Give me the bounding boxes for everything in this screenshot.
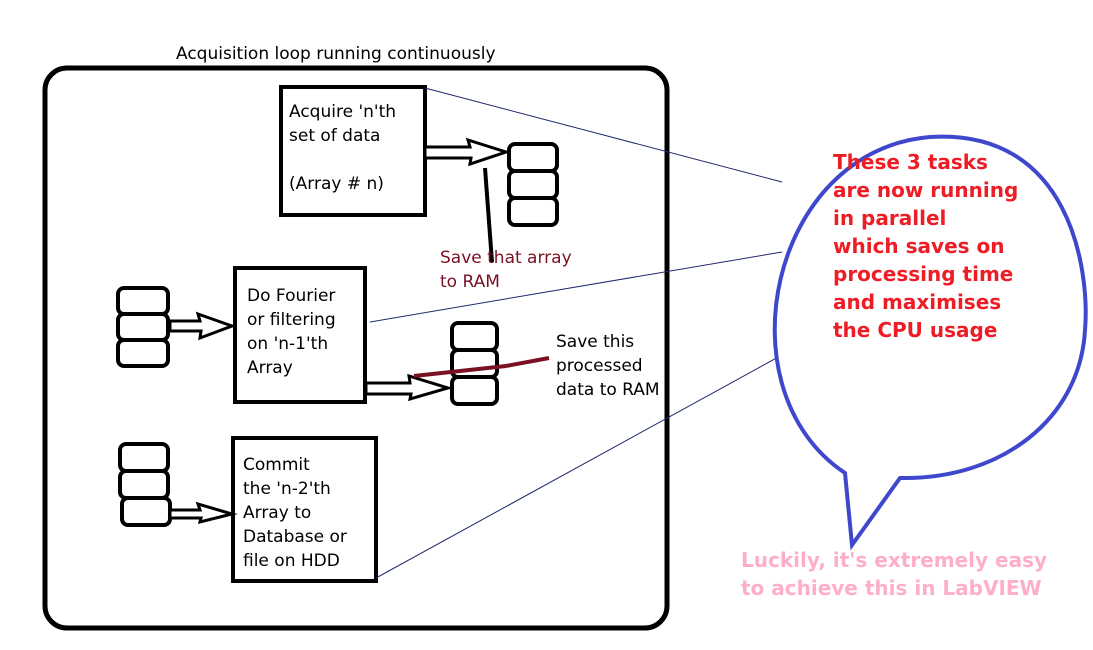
connector-process [369,251,783,323]
arrow-acquire-to-ram [423,137,511,167]
process-task-label: Do Fourier or filtering on 'n-1'th Array [247,286,336,378]
save-raw-annotation: Save that array to RAM [440,248,572,292]
process-task-box [233,266,367,404]
pointer-save-processed-b [505,356,550,368]
callout-text: These 3 tasks are now running in paralle… [833,150,1019,342]
ram-stack-icon-input-process [116,286,170,368]
commit-task-box [231,436,378,583]
acquisition-loop-frame [42,65,670,631]
save-processed-annotation: Save this processed data to RAM [556,332,660,400]
callout-connectors [369,87,783,579]
connector-acquire [424,87,783,183]
callout-bubble [772,134,1088,551]
ram-stack-icon-commit [118,442,172,527]
pointer-save-raw [483,167,494,263]
ram-stack-icon-acquire [507,142,559,227]
connector-commit [375,354,783,579]
arrow-ram-to-process [168,311,237,341]
commit-task-label: Commit the 'n-2'th Array to Database or … [243,455,347,571]
arrows [168,137,511,525]
acquire-task-label: Acquire 'n'th set of data (Array # n) [289,102,397,194]
ram-stack-icon-output-process [450,321,499,406]
acquire-task-box [279,85,427,217]
footer-note: Luckily, it's extremely easy to achieve … [741,548,1048,600]
pointer-save-processed-a [413,364,507,378]
loop-title: Acquisition loop running continuously [176,44,496,64]
arrow-ram-to-commit [168,501,238,525]
arrow-process-to-ram [364,373,454,402]
